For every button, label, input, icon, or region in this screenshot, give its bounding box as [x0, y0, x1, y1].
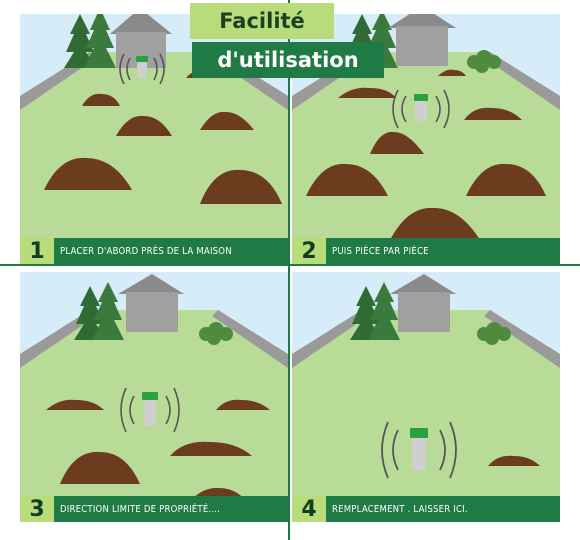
step-label-3: DIRECTION LIMITE DE PROPRIÉTÉ.... [60, 503, 221, 515]
title-line-2: d'utilisation [192, 42, 384, 78]
step-number-2: 2 [292, 238, 326, 264]
repeller-device-icon [119, 53, 165, 85]
house-roof [390, 274, 456, 294]
repeller-device-icon [120, 387, 180, 433]
vertical-divider [288, 0, 290, 540]
title-line-1: Facilité [190, 3, 334, 39]
repeller-device-icon [381, 421, 457, 479]
pine-tree-icon [350, 286, 382, 340]
step-label-4: REMPLACEMENT . LAISSER ICI. [332, 503, 468, 515]
step-caption-1: 1 PLACER D'ABORD PRÈS DE LA MAISON [20, 238, 288, 264]
step-caption-4: 4 REMPLACEMENT . LAISSER ICI. [292, 496, 560, 522]
step-panel-4: 4 REMPLACEMENT . LAISSER ICI. [292, 272, 560, 522]
bush-icon [477, 322, 511, 345]
bush-icon [467, 50, 501, 73]
pine-tree-icon [368, 282, 400, 340]
horizontal-divider [0, 264, 580, 266]
house-roof [118, 274, 184, 294]
pine-tree-icon [64, 14, 96, 68]
molehill-icon [44, 71, 282, 204]
step-number-4: 4 [292, 496, 326, 522]
bush-icon [199, 322, 233, 345]
step-panel-3: 3 DIRECTION LIMITE DE PROPRIÉTÉ.... [20, 272, 288, 522]
step-caption-3: 3 DIRECTION LIMITE DE PROPRIÉTÉ.... [20, 496, 288, 522]
garden-illustration-3 [20, 272, 288, 522]
house-icon [398, 292, 450, 332]
step-number-1: 1 [20, 238, 54, 264]
house-icon [396, 26, 448, 66]
pine-tree-icon [84, 14, 116, 68]
pine-tree-icon [74, 286, 106, 340]
step-label-2: PUIS PIÈCE PAR PIÈCE [332, 245, 429, 257]
step-label-1: PLACER D'ABORD PRÈS DE LA MAISON [60, 245, 232, 257]
step-caption-2: 2 PUIS PIÈCE PAR PIÈCE [292, 238, 560, 264]
step-number-3: 3 [20, 496, 54, 522]
house-icon [126, 292, 178, 332]
molehill-icon [306, 69, 546, 240]
pine-tree-icon [92, 282, 124, 340]
house-roof [110, 14, 172, 34]
repeller-device-icon [392, 89, 450, 129]
garden-illustration-4 [292, 272, 560, 522]
pine-tree-icon [346, 14, 378, 68]
house-roof [388, 14, 456, 28]
